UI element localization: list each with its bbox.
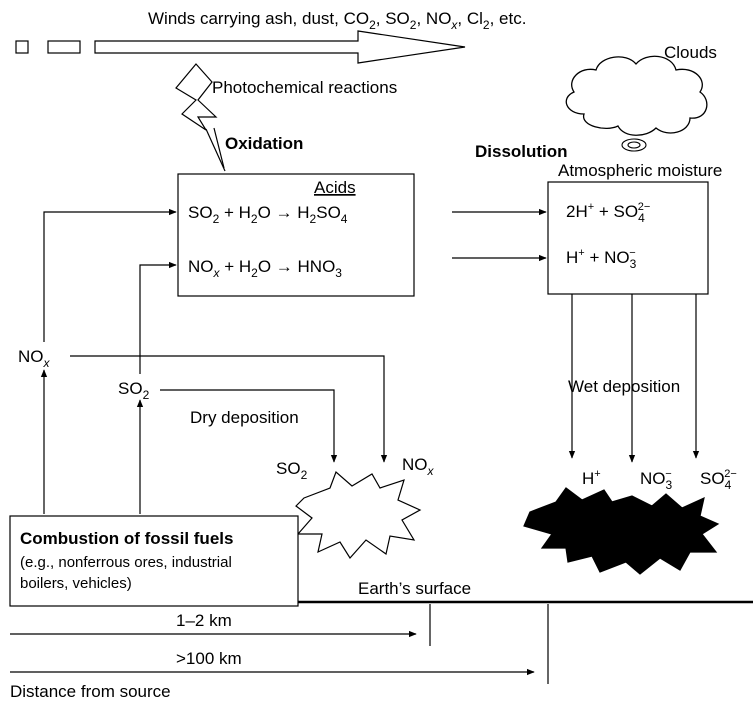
clouds-label: Clouds: [664, 43, 717, 62]
acids-label: Acids: [314, 178, 356, 197]
combustion-title: Combustion of fossil fuels: [20, 529, 233, 548]
arrow-nox-to-oxidation: [43, 208, 177, 342]
lightning-tail: [205, 128, 226, 172]
oxidation-box: [177, 173, 415, 297]
wind-square-small: [15, 40, 29, 54]
so2-source-label: SO2: [118, 379, 150, 402]
distance2-label: >100 km: [176, 649, 242, 668]
earth-surface-label: Earth’s surface: [358, 579, 471, 598]
wet-deposition-label: Wet deposition: [568, 377, 680, 396]
dry-nox-label: NOx: [402, 455, 435, 478]
ions-sulfate: 2H+ + SO42−: [566, 201, 650, 225]
dry-so2-label: SO2: [276, 459, 308, 482]
ions-nitrate: H+ + NO3−: [566, 247, 637, 271]
lightning-icon: [175, 63, 225, 169]
wet-no3-label: NO3−: [640, 468, 673, 492]
equation-so2: SO2 + H2O → H2SO4: [188, 203, 348, 226]
atmospheric-moisture-label: Atmospheric moisture: [558, 161, 722, 180]
wind-big-arrow: [94, 30, 466, 64]
cloud-icon: [565, 55, 708, 136]
arrow-nox-dry-deposition: [70, 355, 388, 463]
wet-deposition-burst: [523, 487, 720, 575]
wind-arrow: [15, 30, 466, 64]
oxidation-label: Oxidation: [225, 134, 303, 153]
nox-source-label: NOx: [18, 347, 51, 370]
combustion-box: [9, 515, 299, 607]
arrow-so2-dry-deposition: [160, 389, 338, 463]
cloud-drop-inner: [627, 141, 641, 149]
dry-deposition-burst: [295, 470, 422, 559]
moisture-box: [547, 181, 709, 295]
cloud-drop-outer: [621, 138, 647, 152]
distance1-label: 1–2 km: [176, 611, 232, 630]
wind-square-medium: [47, 40, 81, 54]
combustion-desc-line1: (e.g., nonferrous ores, industrial: [20, 554, 232, 571]
dissolution-label: Dissolution: [475, 142, 568, 161]
distance-caption: Distance from source: [10, 682, 171, 701]
dry-deposition-label: Dry deposition: [190, 408, 299, 427]
wet-h-label: H+: [582, 468, 601, 488]
wet-so4-label: SO42−: [700, 468, 737, 492]
combustion-desc-line2: boilers, vehicles): [20, 575, 132, 592]
winds-label: Winds carrying ash, dust, CO2, SO2, NOx,…: [148, 9, 526, 32]
arrow-so2-to-oxidation: [139, 261, 177, 374]
photochemical-label: Photochemical reactions: [212, 78, 397, 97]
equation-nox: NOx + H2O → HNO3: [188, 257, 342, 280]
